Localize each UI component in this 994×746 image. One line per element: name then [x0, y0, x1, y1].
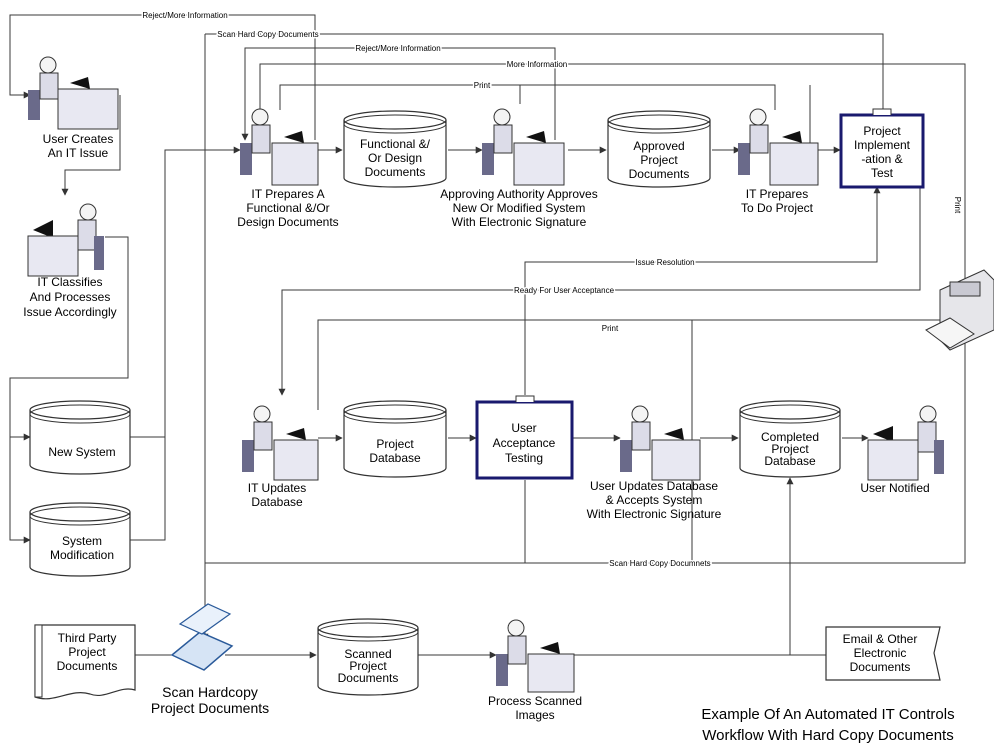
label-user-notified: User Notified [860, 481, 929, 495]
doc-third-party [34, 624, 136, 700]
cylinder-project-db [343, 400, 447, 478]
node-user-updates-db [620, 405, 701, 481]
node-approving-authority [482, 108, 565, 186]
cylinder-scanned-docs [317, 618, 419, 696]
edge-label-print-right: Print [953, 197, 962, 214]
edge-label-scan-hard-copy-documnets: Scan Hard Copy Documnets [609, 559, 710, 568]
node-user-creates [28, 56, 119, 130]
edge-label-ready-for-user-acceptance: Ready For User Acceptance [514, 286, 615, 295]
edge-label-scan-hard-copy-documents: Scan Hard Copy Documents [217, 30, 318, 39]
cylinder-approved-docs [607, 110, 711, 188]
node-it-classifies [27, 203, 104, 277]
edge-label-print-top: Print [474, 81, 491, 90]
edge-label-more-information: More Information [507, 60, 567, 69]
node-it-prepares-docs [240, 108, 319, 186]
cylinder-func-design-docs [343, 110, 447, 188]
doc-email [825, 626, 941, 681]
edge-label-issue-resolution: Issue Resolution [635, 258, 694, 267]
cylinder-new-system [29, 400, 131, 475]
edge-label-reject-more-info-2: Reject/More Information [355, 44, 440, 53]
printer-icon [925, 269, 994, 351]
box-implementation [839, 108, 925, 189]
cylinder-system-modification [29, 502, 131, 577]
edge-label-print-middle: Print [602, 324, 619, 333]
node-process-scanned [496, 619, 575, 693]
scanner-icon [170, 603, 234, 671]
connector-lines [9, 14, 966, 659]
edge-label-reject-more-info-1: Reject/More Information [142, 11, 227, 20]
cylinder-completed-db [739, 400, 841, 478]
node-it-prepares-project [738, 108, 819, 186]
box-user-acceptance [475, 395, 574, 480]
node-it-updates-db [242, 405, 319, 481]
node-user-notified [867, 405, 944, 481]
label-new-system: New System [48, 445, 115, 459]
